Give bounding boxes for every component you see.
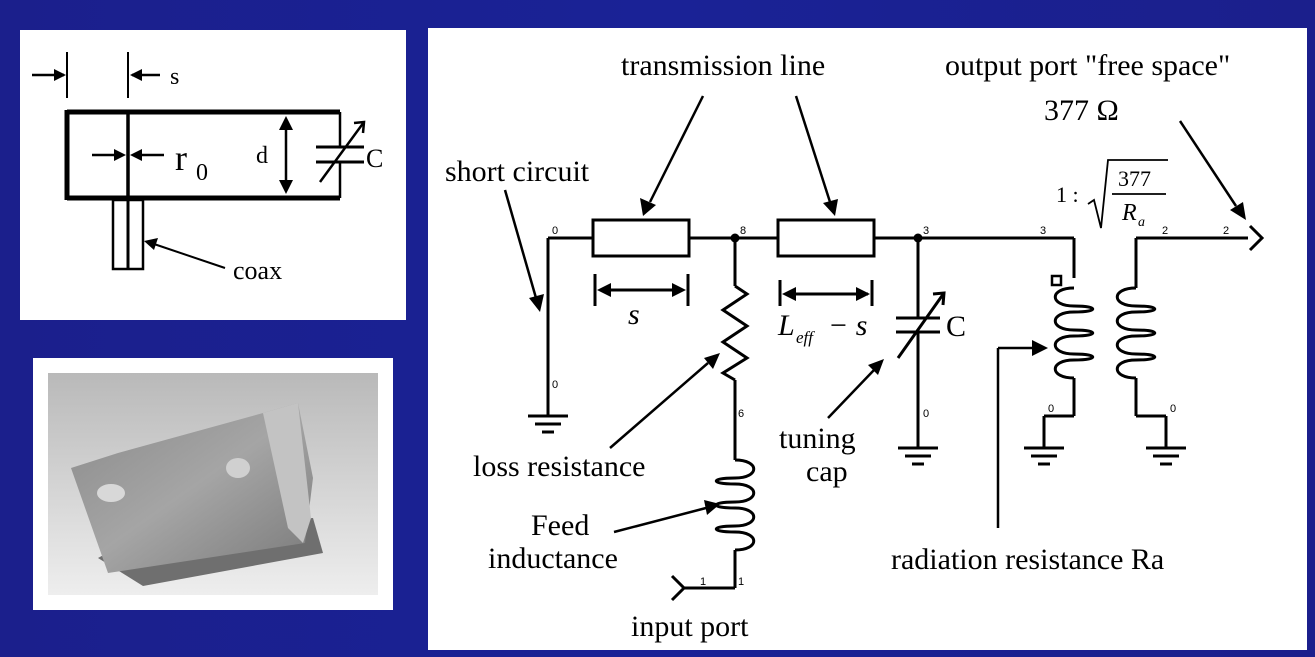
output-pointer — [1178, 120, 1238, 207]
free-space-impedance: 377 Ω — [1044, 94, 1119, 127]
circuit-diagram: transmission line output port "free spac… — [445, 49, 1265, 643]
dim-arrow-right-head — [130, 69, 142, 81]
feed-pointer — [613, 506, 707, 534]
tuning-pointer-head — [868, 359, 884, 375]
feed-label-line1: Feed — [531, 509, 589, 542]
xfmr-dot — [1050, 274, 1063, 287]
circuit-panel: transmission line output port "free spac… — [428, 28, 1307, 650]
d-arrow-bottom — [279, 180, 293, 194]
ratio-prefix: 1 : — [1056, 182, 1079, 207]
short-pointer-head — [529, 294, 544, 312]
d-label: d — [256, 143, 268, 169]
output-pointer-head — [1230, 202, 1246, 220]
loss-pointer-head — [704, 353, 720, 369]
node-1-a: 1 — [700, 576, 706, 588]
feed-label-line2: inductance — [488, 542, 618, 575]
d-arrow-top — [279, 116, 293, 130]
tline-pointer-2 — [794, 95, 832, 203]
coax-label: coax — [233, 256, 282, 285]
node-8: 8 — [740, 225, 746, 237]
leff-dim-arrow-left — [782, 287, 796, 301]
upper-plate — [71, 403, 313, 573]
loss-pointer — [609, 362, 709, 449]
node-0-secondary: 0 — [1170, 403, 1176, 415]
geometry-panel: s r 0 d C coax — [20, 30, 406, 320]
s-label: s — [170, 64, 179, 90]
radiation-resistance-label: radiation resistance Ra — [891, 543, 1164, 576]
node-0-short: 0 — [552, 379, 558, 391]
xfmr-secondary-coil — [1115, 286, 1157, 380]
node-3-b: 3 — [1040, 225, 1046, 237]
node-0-cap: 0 — [923, 408, 929, 420]
s-label-circuit: s — [628, 298, 640, 331]
ratio-denominator-sub: a — [1138, 215, 1145, 230]
short-circuit-label: short circuit — [445, 155, 590, 188]
antenna-photo — [48, 373, 378, 595]
photo-panel — [33, 358, 393, 610]
loss-resistance-label: loss resistance — [473, 450, 645, 483]
r0-arrow-left-head — [114, 149, 126, 161]
s-dim-arrow-right — [672, 283, 686, 297]
ratio-denominator: R — [1121, 200, 1137, 226]
node-2-a: 2 — [1162, 225, 1168, 237]
node-6: 6 — [738, 408, 744, 420]
plate-bend — [263, 403, 311, 543]
output-port-arrow — [1248, 224, 1265, 252]
ratio-sqrt-sign — [1087, 159, 1168, 229]
r0-label: r — [175, 138, 187, 178]
ground-primary — [1024, 446, 1064, 466]
node-0-primary: 0 — [1048, 403, 1054, 415]
c-label: C — [366, 144, 383, 173]
tline-1 — [591, 218, 691, 258]
ground-short — [528, 414, 568, 434]
s-dim-arrow-left — [597, 283, 611, 297]
tuning-cap-line2: cap — [806, 455, 848, 488]
tline-2 — [776, 218, 876, 258]
loss-resistor — [720, 284, 750, 382]
input-port-arrow — [670, 574, 687, 602]
node-1-b: 1 — [738, 576, 744, 588]
leff-subscript: eff — [796, 328, 815, 347]
coax-pointer — [153, 243, 226, 269]
feed-inductor — [714, 458, 756, 552]
leff-minus-s: − s — [828, 309, 867, 342]
leff-dim-arrow-right — [856, 287, 870, 301]
coax-pointer-head — [144, 238, 158, 250]
cap-variable-arrow — [318, 121, 366, 183]
dim-arrow-left-head — [54, 69, 66, 81]
r0-subscript: 0 — [196, 160, 208, 186]
ground-secondary — [1146, 446, 1186, 466]
transmission-line-label: transmission line — [621, 49, 825, 82]
tline-pointer-2-head — [823, 199, 838, 216]
ground-cap — [898, 446, 938, 466]
cap-variable-arrowhead — [353, 120, 366, 134]
ratio-numerator: 377 — [1118, 166, 1151, 191]
leff-label: L — [777, 309, 795, 342]
tuning-cap-c-label: C — [946, 310, 966, 343]
solder-joint-2 — [226, 458, 250, 478]
solder-joint-1 — [97, 484, 125, 502]
node-2-b: 2 — [1223, 225, 1229, 237]
tline-pointer-1 — [648, 95, 705, 203]
tline-pointer-1-head — [640, 198, 656, 216]
node-3-a: 3 — [923, 225, 929, 237]
xfmr-primary-coil — [1053, 286, 1095, 380]
input-port-label: input port — [631, 610, 749, 643]
tuning-cap-variable-head — [932, 291, 946, 306]
feed-pointer-head — [704, 500, 720, 515]
tuning-cap-variable — [896, 292, 946, 359]
geometry-diagram: s r 0 d C coax — [32, 52, 383, 285]
tuning-cap-line1: tuning — [779, 422, 856, 455]
tuning-pointer — [827, 369, 875, 419]
r0-arrow-right-head — [130, 149, 142, 161]
radiation-pointer-head — [1032, 340, 1048, 356]
node-0-top: 0 — [552, 225, 558, 237]
short-pointer — [503, 189, 538, 299]
output-port-label: output port "free space" — [945, 49, 1230, 82]
